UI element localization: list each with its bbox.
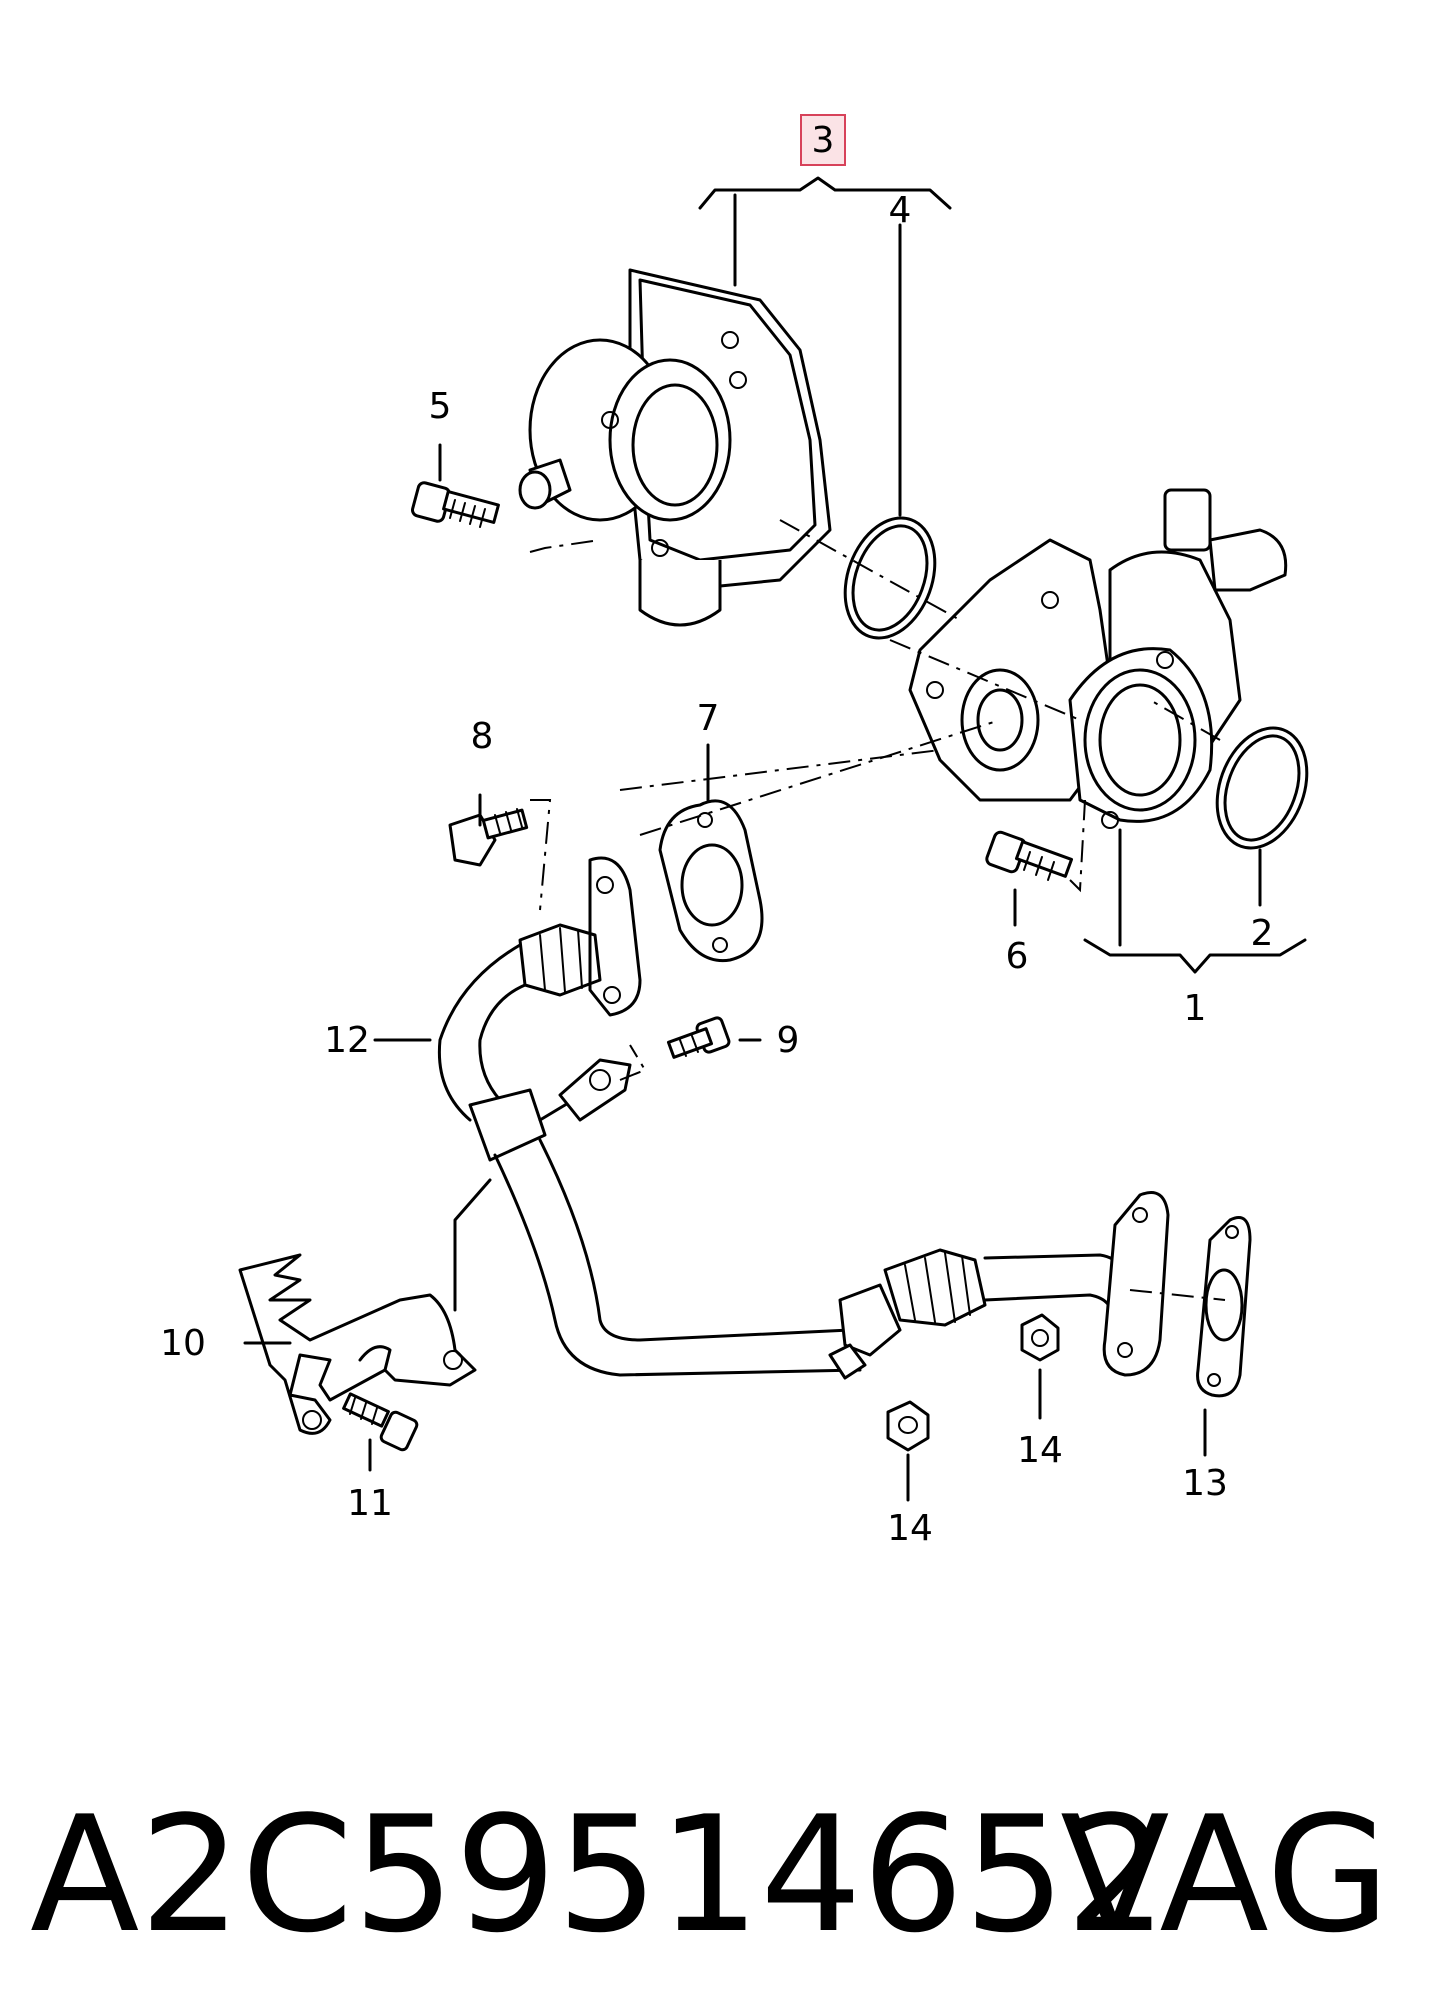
callout-14-left: 14 [887, 1508, 933, 1549]
callout-10: 10 [160, 1323, 206, 1364]
callout-7: 7 [697, 698, 720, 739]
nut-part-14-right[interactable] [1020, 1313, 1060, 1362]
throttle-body-part-3[interactable] [518, 268, 832, 627]
o-ring-part-2[interactable] [1201, 715, 1322, 860]
callout-3: 3 [812, 120, 835, 161]
brand-label: VAG [1060, 1781, 1390, 1968]
callout-2: 2 [1251, 913, 1274, 954]
bolt-part-8[interactable] [448, 808, 529, 867]
screw-part-11[interactable] [342, 1392, 419, 1452]
leader-lines [243, 176, 1307, 1502]
screw-part-5[interactable] [410, 481, 500, 528]
screw-part-9[interactable] [666, 1016, 731, 1059]
screw-part-6[interactable] [985, 830, 1074, 881]
callout-13: 13 [1182, 1463, 1228, 1504]
callout-1: 1 [1184, 988, 1207, 1029]
callout-9: 9 [777, 1020, 800, 1061]
callout-5: 5 [429, 386, 452, 427]
callout-8: 8 [471, 716, 494, 757]
callout-4: 4 [889, 190, 912, 231]
nut-part-14-left[interactable] [886, 1400, 930, 1452]
egr-pipe-lower-section[interactable] [838, 1191, 1170, 1377]
gasket-part-7[interactable] [658, 799, 764, 963]
egr-pipe-part-12[interactable] [437, 856, 862, 1377]
callout-6: 6 [1006, 936, 1029, 977]
o-ring-part-4[interactable] [829, 505, 950, 650]
callout-11: 11 [347, 1483, 393, 1524]
assembly-lines [529, 519, 1226, 1301]
part-number: A2C59514652 [30, 1781, 1167, 1968]
callout-12: 12 [324, 1020, 370, 1061]
bracket-part-10[interactable] [238, 1253, 477, 1435]
egr-valve-part-1[interactable] [908, 488, 1288, 829]
callout-14-right: 14 [1017, 1430, 1063, 1471]
callout-3-highlight[interactable]: 3 [800, 114, 846, 166]
gasket-part-13[interactable] [1196, 1216, 1252, 1398]
pipe-tab [828, 1343, 867, 1380]
